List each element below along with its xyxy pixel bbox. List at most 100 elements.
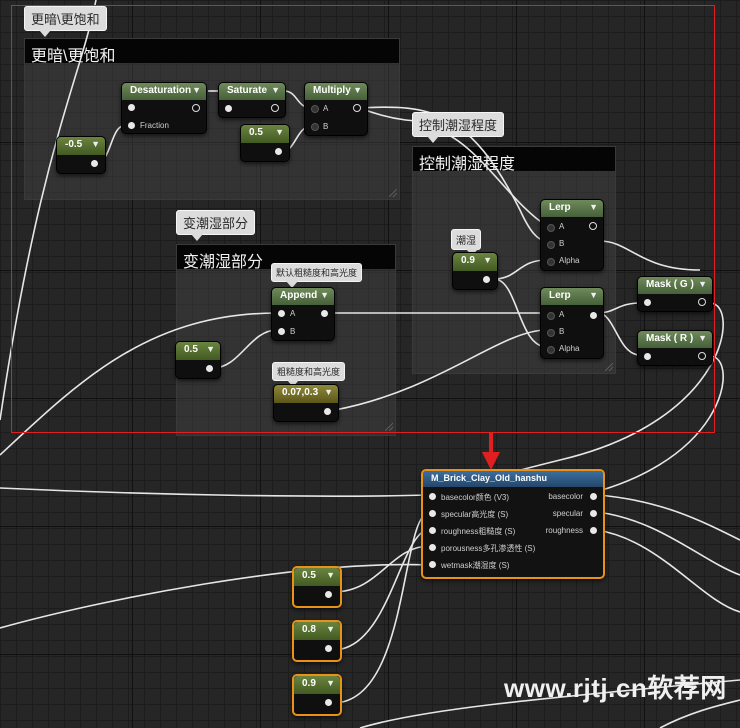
constant-node-0-5-mid[interactable]: 0.5▼ (175, 341, 221, 379)
comment-bubble-darker[interactable]: 更暗\更饱和 (24, 6, 107, 37)
output-pin[interactable] (192, 104, 200, 112)
chevron-down-icon[interactable]: ▼ (698, 333, 707, 343)
resize-handle[interactable] (385, 423, 393, 431)
chevron-down-icon[interactable]: ▼ (326, 678, 335, 688)
output-pin[interactable] (206, 365, 213, 372)
lerp-node-bottom[interactable]: Lerp▼ A B Alpha (540, 287, 604, 359)
multiply-node[interactable]: Multiply▼ A B (304, 82, 368, 136)
append-node[interactable]: Append▼ A B (271, 287, 335, 341)
output-pin[interactable] (325, 699, 332, 706)
output-pin[interactable] (590, 510, 597, 517)
lerp-node-top[interactable]: Lerp▼ A B Alpha (540, 199, 604, 271)
wire (596, 494, 740, 541)
material-function-node[interactable]: M_Brick_Clay_Old_hanshu basecolor颜色 (V3)… (421, 469, 605, 579)
comment-title[interactable]: 控制潮湿程度 (413, 147, 615, 173)
wire (359, 106, 548, 242)
output-pin[interactable] (590, 312, 597, 319)
comment-bubble-wetness[interactable]: 控制潮湿程度 (412, 112, 505, 143)
input-pin[interactable] (429, 527, 436, 534)
output-pin[interactable] (324, 408, 331, 415)
mask-r-node[interactable]: Mask ( R ) ▼ (637, 330, 713, 366)
output-pin[interactable] (321, 310, 328, 317)
chevron-down-icon[interactable]: ▼ (320, 290, 329, 300)
constant-value: -0.5 (65, 139, 83, 150)
input-pin[interactable] (429, 493, 436, 500)
input-pin[interactable] (128, 104, 135, 111)
input-pin[interactable] (547, 346, 555, 354)
chevron-down-icon[interactable]: ▼ (353, 85, 362, 95)
output-pin[interactable] (353, 104, 361, 112)
input-pin[interactable] (429, 510, 436, 517)
node-title: Mask ( R ) (646, 333, 694, 344)
node-comment-default-roughness[interactable]: 默认粗糙度和高光度 (271, 263, 363, 288)
node-title: Multiply (313, 85, 351, 96)
chevron-down-icon[interactable]: ▼ (589, 202, 598, 212)
output-pin[interactable] (483, 276, 490, 283)
output-pin[interactable] (590, 527, 597, 534)
grid-line (132, 0, 133, 728)
input-pin[interactable] (547, 241, 555, 249)
input-pin[interactable] (311, 123, 319, 131)
input-pin[interactable] (278, 310, 285, 317)
desaturation-node[interactable]: Desaturation▼ Fraction (121, 82, 207, 134)
chevron-down-icon[interactable]: ▼ (483, 255, 492, 265)
input-pin[interactable] (644, 353, 651, 360)
chevron-down-icon[interactable]: ▼ (324, 387, 333, 397)
saturate-node[interactable]: Saturate▼ (218, 82, 286, 118)
mask-g-node[interactable]: Mask ( G ) ▼ (637, 276, 713, 312)
resize-handle[interactable] (605, 363, 613, 371)
output-pin[interactable] (325, 645, 332, 652)
input-pin[interactable] (429, 544, 436, 551)
pin-label-alpha: Alpha (559, 344, 580, 353)
input-pin[interactable] (547, 258, 555, 266)
constant-node-neg-0-5[interactable]: -0.5 ▼ (56, 136, 106, 174)
comment-bubble-wet-part[interactable]: 变潮湿部分 (176, 210, 256, 241)
comment-title[interactable]: 更暗\更饱和 (25, 39, 399, 65)
output-pin[interactable] (589, 222, 597, 230)
input-pin[interactable] (547, 224, 555, 232)
output-pin[interactable] (275, 148, 282, 155)
chevron-down-icon[interactable]: ▼ (206, 344, 215, 354)
input-pin[interactable] (547, 329, 555, 337)
chevron-down-icon[interactable]: ▼ (271, 85, 280, 95)
chevron-down-icon[interactable]: ▼ (326, 570, 335, 580)
input-pin[interactable] (128, 122, 135, 129)
output-pin[interactable] (698, 298, 706, 306)
input-pin[interactable] (429, 561, 436, 568)
node-comment-roughness-specular[interactable]: 粗糙度和高光度 (272, 362, 346, 387)
node-title: Mask ( G ) (646, 279, 694, 290)
input-pin[interactable] (278, 328, 285, 335)
constant-node-0-9-wet[interactable]: 0.9▼ (452, 252, 498, 290)
comment-title[interactable]: 变潮湿部分 (177, 245, 395, 271)
chevron-down-icon[interactable]: ▼ (91, 139, 100, 149)
output-pin[interactable] (325, 591, 332, 598)
input-pin[interactable] (225, 105, 232, 112)
chevron-down-icon[interactable]: ▼ (275, 127, 284, 137)
node-title: Lerp (549, 290, 571, 301)
chevron-down-icon[interactable]: ▼ (192, 85, 201, 95)
chevron-down-icon[interactable]: ▼ (698, 279, 707, 289)
pin-label-alpha: Alpha (559, 256, 580, 265)
output-pin[interactable] (271, 104, 279, 112)
pin-label-a: A (323, 104, 329, 113)
vector-param-node[interactable]: 0.07,0.3▼ (273, 384, 339, 422)
wire (596, 529, 740, 613)
resize-handle[interactable] (389, 189, 397, 197)
constant-node-0-5-low[interactable]: 0.5▼ (292, 566, 342, 608)
watermark: www.rjtj.cn软荐网 (504, 673, 727, 703)
input-pin[interactable] (547, 312, 555, 320)
constant-value: 0.8 (302, 624, 316, 635)
constant-node-0-8-low[interactable]: 0.8 ▼ (292, 620, 342, 662)
input-pin[interactable] (644, 299, 651, 306)
constant-node-0-9-low[interactable]: 0.9▼ (292, 674, 342, 716)
chevron-down-icon[interactable]: ▼ (326, 624, 335, 634)
wire (659, 699, 740, 728)
output-pin[interactable] (91, 160, 98, 167)
input-pin[interactable] (311, 105, 319, 113)
pin-label-fraction: Fraction (140, 121, 169, 130)
constant-node-0-5-top[interactable]: 0.5▼ (240, 124, 290, 162)
output-pin[interactable] (590, 493, 597, 500)
wire (0, 563, 431, 629)
chevron-down-icon[interactable]: ▼ (589, 290, 598, 300)
output-pin[interactable] (698, 352, 706, 360)
